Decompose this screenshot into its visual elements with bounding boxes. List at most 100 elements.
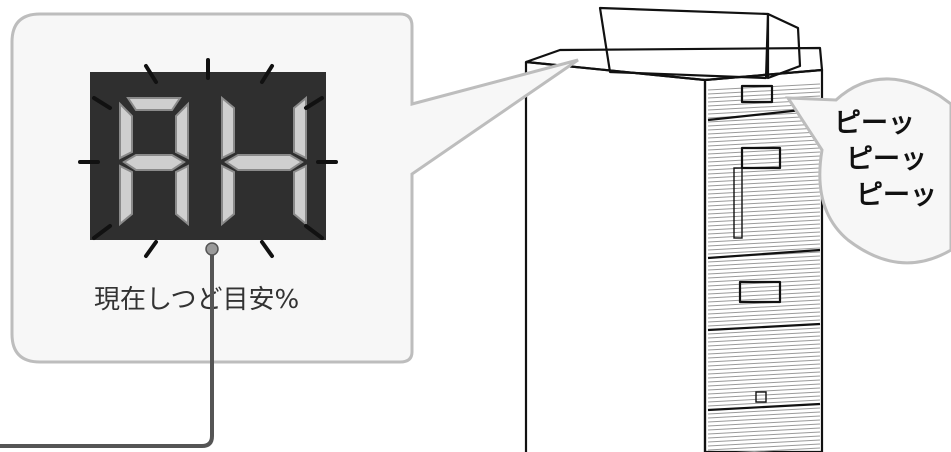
hatch-line [707, 247, 821, 255]
hatch-line [707, 315, 821, 323]
panel-separator [707, 322, 821, 332]
blink-ray-icon [304, 96, 324, 110]
sound-line-2: ピーッ [846, 144, 927, 175]
segment-top [126, 97, 182, 111]
panel-separator [707, 402, 821, 412]
hatch-line [707, 227, 821, 235]
hatch-line [707, 399, 821, 407]
hatch-line [707, 355, 821, 363]
sound-bubble: ピーッ ピーッ ピーッ [785, 77, 951, 265]
hatch-line [707, 443, 821, 451]
blink-ray-icon [260, 64, 274, 84]
panel-separator [707, 248, 821, 260]
hatch-line [707, 415, 821, 423]
segment-lower-right [293, 164, 307, 227]
hatch-line [707, 195, 821, 203]
hatch-line [707, 235, 821, 243]
hatch-line [707, 379, 821, 387]
hatch-line [707, 295, 821, 303]
hatch-line [707, 359, 821, 367]
hatch-line [707, 275, 821, 283]
blink-ray-icon [92, 224, 112, 240]
display-window [740, 84, 774, 104]
hatch-line [707, 255, 821, 263]
hatch-line [707, 171, 821, 179]
hatch-line [707, 219, 821, 227]
hatch-line [707, 423, 821, 431]
handle-recess [738, 280, 782, 304]
sound-line-1: ピーッ [834, 108, 915, 139]
hatch-line [707, 335, 821, 343]
leader-dot-icon [205, 242, 219, 256]
hatch-line [707, 311, 821, 319]
side-face [703, 68, 824, 452]
hatch-line [707, 183, 821, 191]
hatch-line [707, 287, 821, 295]
hatch-line [707, 271, 821, 279]
hatch-line [707, 127, 821, 135]
blink-ray-icon [304, 224, 324, 240]
blink-ray-icon [260, 240, 274, 258]
hatch-line [707, 267, 821, 275]
sound-line-3: ピーッ [856, 180, 937, 211]
hatch-line [707, 263, 821, 271]
hatch-line [707, 243, 821, 251]
hatch-line [707, 167, 821, 175]
hatch-line [707, 375, 821, 383]
hatch-line [707, 203, 821, 211]
hatch-line [707, 135, 821, 143]
dehumidifier-unit [524, 6, 824, 452]
hatch-line [707, 159, 821, 167]
hatch-line [707, 231, 821, 239]
segment-upper-right [293, 95, 307, 160]
hatch-line [707, 343, 821, 351]
hatch-line [707, 391, 821, 399]
hatch-line [707, 383, 821, 391]
hatch-line [707, 87, 821, 95]
hatch-line [707, 351, 821, 359]
segment-lower-left [119, 164, 133, 227]
zoom-callout: 現在しつど目安% [10, 12, 579, 364]
display-caption: 現在しつど目安% [94, 285, 299, 315]
hatch-line [707, 211, 821, 219]
water-level-window [733, 167, 743, 239]
hatch-line [707, 327, 821, 335]
hatch-line [707, 259, 821, 267]
blink-rays [78, 58, 338, 258]
hatch-line [707, 307, 821, 315]
sound-bubble-shape [785, 77, 951, 265]
segment-middle [122, 154, 186, 171]
hatch-line [707, 439, 821, 447]
hatch-line [707, 347, 821, 355]
blink-ray-icon [92, 96, 112, 110]
hatch-line [707, 191, 821, 199]
hatch-line [735, 447, 821, 452]
hatch-line [707, 407, 821, 415]
hatch-line [707, 207, 821, 215]
hatch-line [707, 431, 821, 439]
hatch-line [707, 95, 821, 103]
hatch-line [707, 187, 821, 195]
hatch-line [707, 319, 821, 327]
hatch-line [707, 139, 821, 147]
hatch-line [707, 303, 821, 311]
hatch-line [707, 371, 821, 379]
hatch-line [707, 155, 821, 163]
blink-ray-icon [144, 64, 158, 84]
segment-lower-right [175, 164, 189, 227]
front-face [524, 60, 707, 452]
hatch-line [707, 215, 821, 223]
handle-recess [740, 146, 782, 170]
hatch-line [707, 131, 821, 139]
hatch-line [707, 435, 821, 443]
hatch-line [707, 223, 821, 231]
hatch-line [707, 199, 821, 207]
hatch-line [707, 339, 821, 347]
hatch-line [707, 123, 821, 131]
hatch-line [707, 367, 821, 375]
rear-flap-side [766, 12, 802, 80]
hatch-line [707, 411, 821, 419]
segment-upper-left [119, 101, 133, 160]
blink-ray-icon [144, 240, 158, 258]
hatch-line [707, 427, 821, 435]
